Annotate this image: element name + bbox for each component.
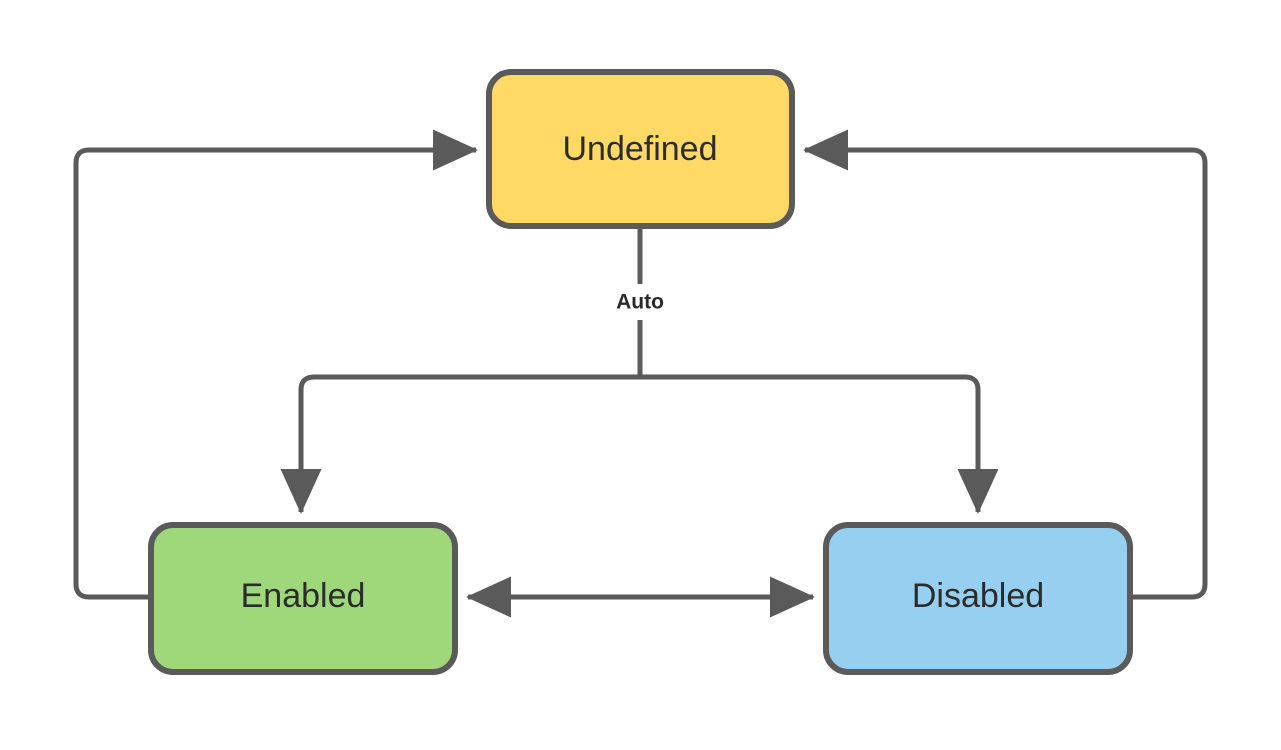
state-node-undefined-shape[interactable] bbox=[486, 69, 795, 229]
state-node-undefined[interactable]: Undefined bbox=[486, 69, 795, 229]
edge-enabled-to-undefined[interactable] bbox=[73, 129, 478, 600]
edge-undefined-to-disabled[interactable] bbox=[640, 374, 999, 514]
edge-label-auto: Auto bbox=[596, 284, 684, 320]
edge-disabled-to-undefined[interactable] bbox=[803, 129, 1208, 600]
state-node-enabled[interactable]: Enabled bbox=[148, 522, 458, 675]
state-node-disabled-shape[interactable] bbox=[823, 522, 1133, 675]
state-node-disabled[interactable]: Disabled bbox=[823, 522, 1133, 675]
edge-label-auto-text: Auto bbox=[616, 291, 664, 314]
state-node-enabled-shape[interactable] bbox=[148, 522, 458, 675]
edge-undefined-to-enabled[interactable] bbox=[280, 374, 640, 514]
